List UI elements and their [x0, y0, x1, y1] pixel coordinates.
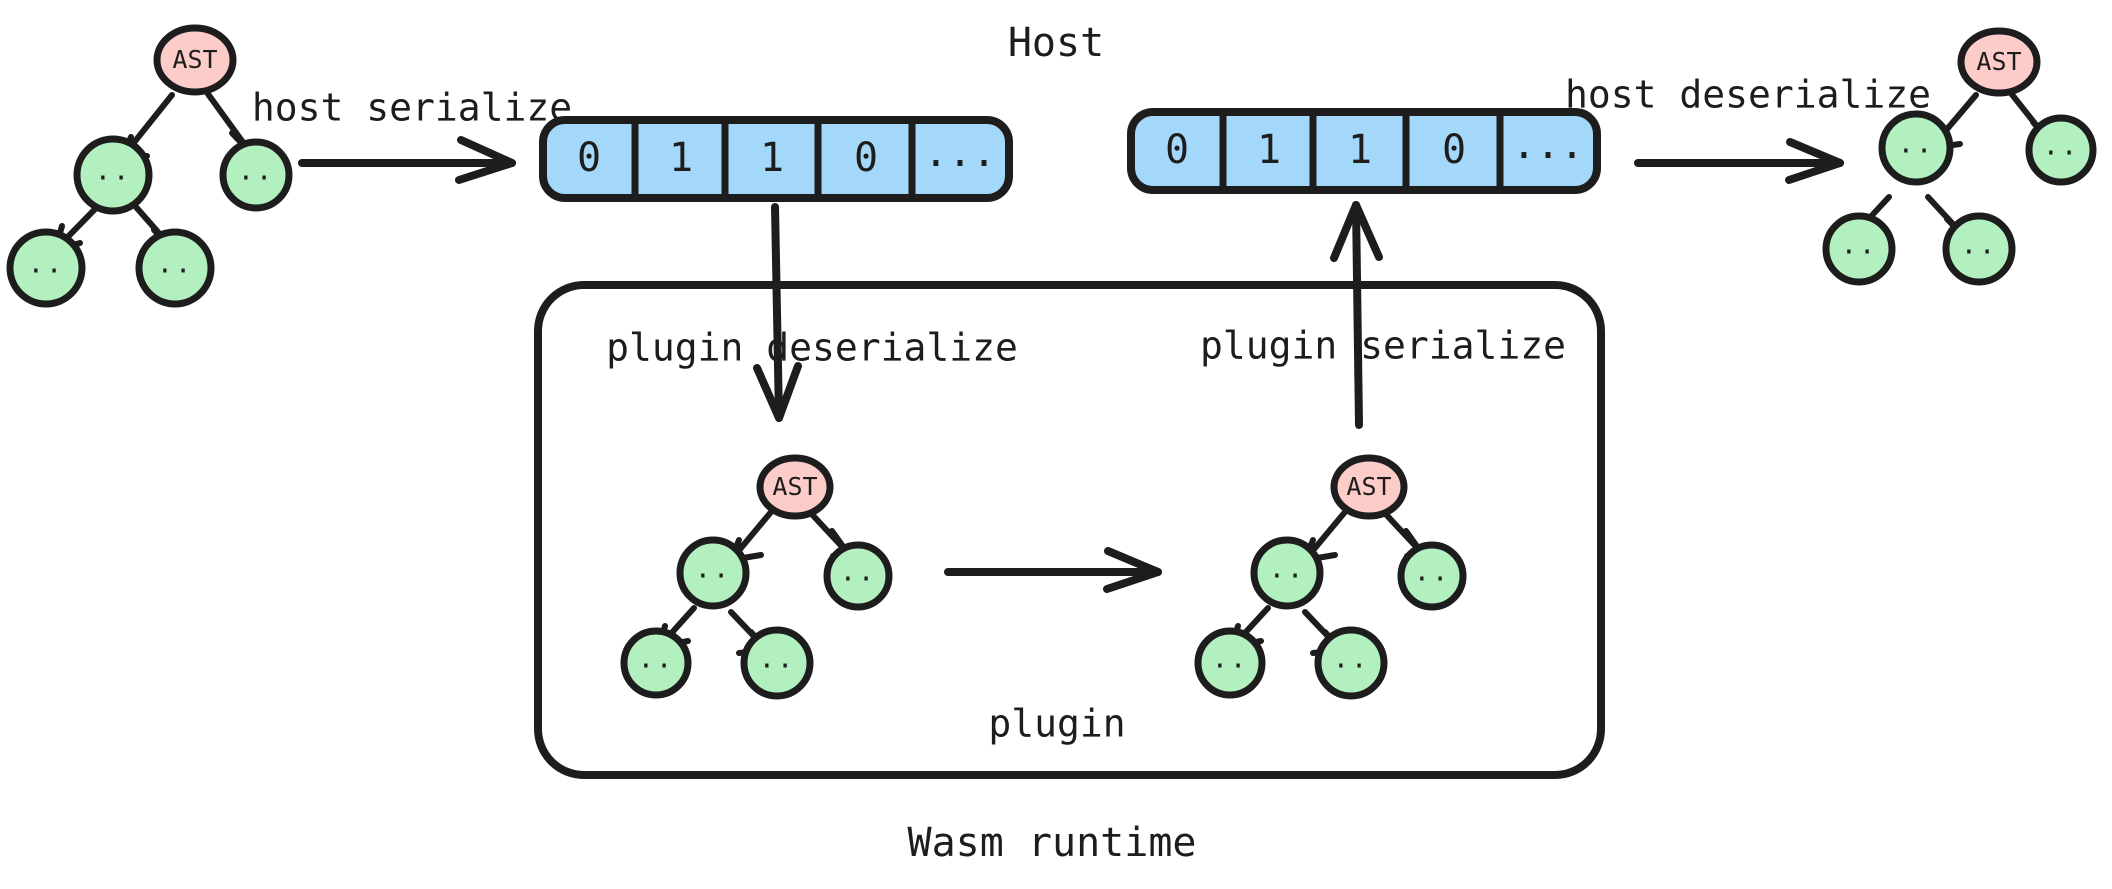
ast-child-node	[1878, 110, 1954, 186]
ast-root-node	[1957, 27, 2041, 97]
plugin-container-box	[534, 281, 1605, 779]
ast-root-node	[1330, 454, 1408, 520]
serialized-buffer-in: 0 1 1 0 ...	[539, 116, 1013, 202]
host-title: Host	[1008, 20, 1104, 66]
ast-leaf-node	[1194, 627, 1266, 699]
ast-leaf-label: ..	[638, 644, 675, 675]
ast-leaf-node	[135, 228, 215, 308]
ast-child-label: ..	[1898, 129, 1935, 160]
plugin-box-label: plugin	[988, 702, 1125, 746]
buffer-cell-value: 0	[1165, 127, 1189, 173]
plugin-deserialize-label: plugin deserialize	[606, 326, 1018, 370]
ast-child-node	[73, 135, 153, 215]
ast-root-label: AST	[1346, 472, 1391, 501]
ast-leaf-node	[740, 626, 814, 700]
plugin-transform-arrow	[944, 547, 1162, 593]
ast-leaf-label: ..	[1212, 644, 1249, 675]
ast-child-label: ..	[840, 557, 877, 588]
host-output-ast-tree: AST .. .. .. ..	[1822, 27, 2097, 286]
ast-leaf-node	[1942, 212, 2016, 286]
host-input-ast-tree: AST .. .. .. ..	[6, 24, 293, 308]
ast-child-label: ..	[1414, 557, 1451, 588]
ast-leaf-label: ..	[1841, 230, 1878, 261]
ast-leaf-label: ..	[759, 644, 796, 675]
host-deserialize-label: host deserialize	[1565, 73, 1931, 117]
ast-child-label: ..	[238, 156, 275, 187]
serialized-buffer-out: 0 1 1 0 ...	[1127, 108, 1601, 194]
buffer-cell-ellipsis: ...	[1512, 122, 1584, 168]
ast-child-node	[823, 541, 893, 611]
ast-child-label: ..	[2043, 131, 2080, 162]
plugin-serialize-arrow	[1330, 201, 1383, 429]
ast-root-label: AST	[772, 472, 817, 501]
ast-leaf-node	[620, 627, 692, 699]
buffer-cell-value: 1	[669, 135, 693, 181]
host-serialize-arrow	[298, 136, 516, 184]
ast-root-label: AST	[172, 45, 217, 74]
buffer-cell-value: 0	[577, 135, 601, 181]
buffer-cell-value: 1	[1257, 127, 1281, 173]
ast-leaf-label: ..	[157, 249, 194, 280]
ast-child-label: ..	[1269, 554, 1306, 585]
ast-child-node	[676, 536, 750, 610]
ast-leaf-node	[6, 228, 86, 308]
host-serialize-label: host serialize	[252, 86, 572, 130]
ast-child-node	[2025, 114, 2097, 186]
ast-root-label: AST	[1976, 47, 2021, 76]
plugin-serialize-label: plugin serialize	[1200, 324, 1566, 368]
ast-child-label: ..	[95, 156, 132, 187]
buffer-cell-value: 1	[1348, 127, 1372, 173]
buffer-cell-value: 0	[854, 135, 878, 181]
plugin-input-ast-tree: AST .. .. .. ..	[620, 454, 893, 700]
ast-child-node	[1250, 536, 1324, 610]
ast-root-node	[756, 454, 834, 520]
ast-leaf-label: ..	[28, 249, 65, 280]
buffer-cell-value: 1	[760, 135, 784, 181]
plugin-output-ast-tree: AST .. .. .. ..	[1194, 454, 1467, 700]
host-deserialize-arrow	[1634, 138, 1844, 184]
ast-root-node	[153, 24, 237, 96]
wasm-runtime-label: Wasm runtime	[908, 820, 1197, 866]
ast-leaf-node	[1822, 212, 1896, 286]
ast-leaf-label: ..	[1333, 644, 1370, 675]
plugin-deserialize-arrow	[753, 203, 802, 422]
ast-leaf-node	[1314, 626, 1388, 700]
ast-child-node	[1397, 541, 1467, 611]
ast-child-label: ..	[695, 554, 732, 585]
buffer-cell-ellipsis: ...	[924, 130, 996, 176]
buffer-cell-value: 0	[1442, 127, 1466, 173]
ast-leaf-label: ..	[1961, 230, 1998, 261]
ast-child-node	[219, 138, 293, 212]
